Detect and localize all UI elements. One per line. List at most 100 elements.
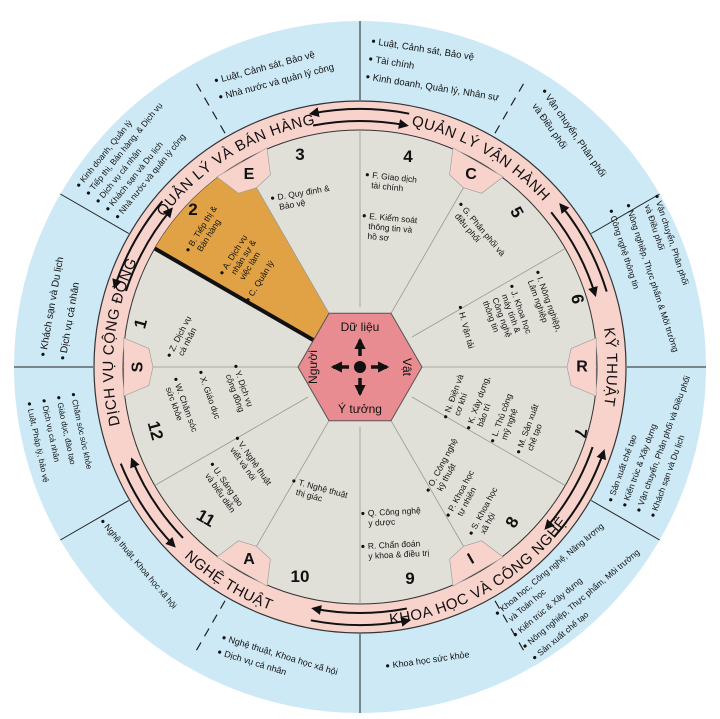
region-letter: R [576, 359, 588, 376]
sector-number: 7 [570, 427, 590, 440]
bullet-icon [361, 511, 365, 516]
ring-arrow-icon [130, 457, 184, 539]
sector-number: 3 [295, 145, 304, 164]
region-notch [216, 540, 271, 587]
bullet-icon [386, 664, 390, 668]
ring-arrow-icon [311, 605, 408, 615]
ring-arrow-icon [544, 446, 594, 530]
bullet-icon [292, 479, 296, 483]
bullet-icon [491, 439, 495, 443]
sector-2-highlight [154, 161, 360, 367]
bullet-icon [543, 89, 547, 93]
sector-item-text: thông tin và [368, 221, 413, 235]
region-notch [123, 337, 154, 397]
bullet-icon [27, 402, 32, 406]
bullet-icon [513, 632, 518, 637]
diagram-shapes [14, 21, 706, 713]
bullet-icon [444, 415, 448, 419]
bullet-icon [458, 305, 463, 310]
sector-number: 9 [405, 569, 414, 588]
outer-dashed-divider [193, 600, 226, 655]
bullet-icon [609, 209, 613, 213]
highlight-boundary-line [153, 246, 318, 344]
bullet-icon [42, 399, 46, 403]
ring-arrow-icon [559, 203, 608, 292]
sector-item-text: Bảo vệ [278, 197, 306, 211]
region-letter: A [243, 551, 255, 568]
sector-item-text: Q. Công nghệ [368, 505, 422, 518]
bullet-icon [533, 655, 537, 660]
bullet-icon [214, 78, 218, 82]
bullet-icon [222, 636, 226, 640]
bullet-icon [517, 450, 521, 454]
bullet-icon [77, 183, 81, 187]
region-notch [449, 540, 504, 587]
bullet-icon [71, 392, 76, 397]
bullet-icon [623, 503, 627, 507]
bullet-icon [495, 611, 500, 615]
bullet-icon [536, 270, 540, 274]
sector-item-text: E. Kiểm soát [369, 211, 419, 225]
bullet-icon [651, 513, 655, 517]
region-letter: E [244, 166, 255, 183]
sector-boundary [154, 396, 309, 486]
outer-dashed-divider [494, 79, 527, 134]
ring-arrow-icon [312, 119, 409, 129]
bullet-icon [199, 370, 203, 374]
bullet-icon [446, 513, 450, 517]
bullet-icon [655, 194, 659, 199]
bullet-icon [218, 650, 222, 654]
bullet-icon [86, 191, 91, 195]
ring-arrow-icon [112, 200, 164, 290]
bullet-icon [637, 508, 641, 512]
bullet-icon [220, 271, 224, 275]
bullet-icon [469, 531, 473, 535]
ring-arrow-icon [308, 107, 410, 118]
bullet-icon [510, 284, 514, 288]
bullet-icon [365, 173, 369, 177]
bullet-icon [362, 214, 366, 218]
bullet-icon [96, 199, 100, 203]
region-label: KỸ THUẬT [600, 326, 620, 407]
bullet-icon [235, 436, 240, 440]
bullet-icon [369, 57, 373, 61]
bullet-icon [41, 352, 45, 356]
region-label-text: KỸ THUẬT [600, 326, 620, 407]
bullet-icon [246, 298, 250, 302]
bullet-icon [361, 544, 365, 549]
bullet-icon [270, 196, 275, 200]
outer-divider [590, 500, 660, 541]
center-label-data: Dữ liệu [341, 320, 380, 334]
sector-item-text: hồ sơ [367, 231, 390, 243]
center-dot-icon [354, 361, 366, 373]
bullet-icon [210, 462, 215, 466]
bullet-icon [101, 519, 105, 524]
bullet-icon [523, 644, 527, 648]
sector-item-text: y khoa & điều trị [368, 548, 429, 561]
bullet-icon [626, 204, 631, 208]
bullet-icon [459, 202, 463, 206]
bullet-icon [174, 377, 178, 381]
sector-number: 12 [144, 419, 167, 442]
ring-arrow-icon [550, 211, 598, 298]
sector-item-text: R. Chẩn đoán [368, 538, 421, 551]
sector-number: 2 [188, 200, 197, 219]
outer-divider [590, 193, 660, 234]
bullet-icon [186, 248, 190, 252]
bullet-icon [609, 498, 613, 502]
bullet-icon [426, 488, 430, 492]
sector-item-text: tài chính [371, 180, 404, 193]
sector-number: 10 [291, 567, 310, 586]
bullet-icon [467, 426, 471, 430]
region-letter: C [465, 166, 477, 183]
ring-arrow-icon [119, 463, 176, 548]
center-label-people: Người [306, 350, 320, 384]
bullet-icon [61, 356, 65, 360]
outer-divider [60, 193, 130, 234]
bullet-icon [219, 95, 223, 99]
sector-boundary [411, 248, 566, 338]
